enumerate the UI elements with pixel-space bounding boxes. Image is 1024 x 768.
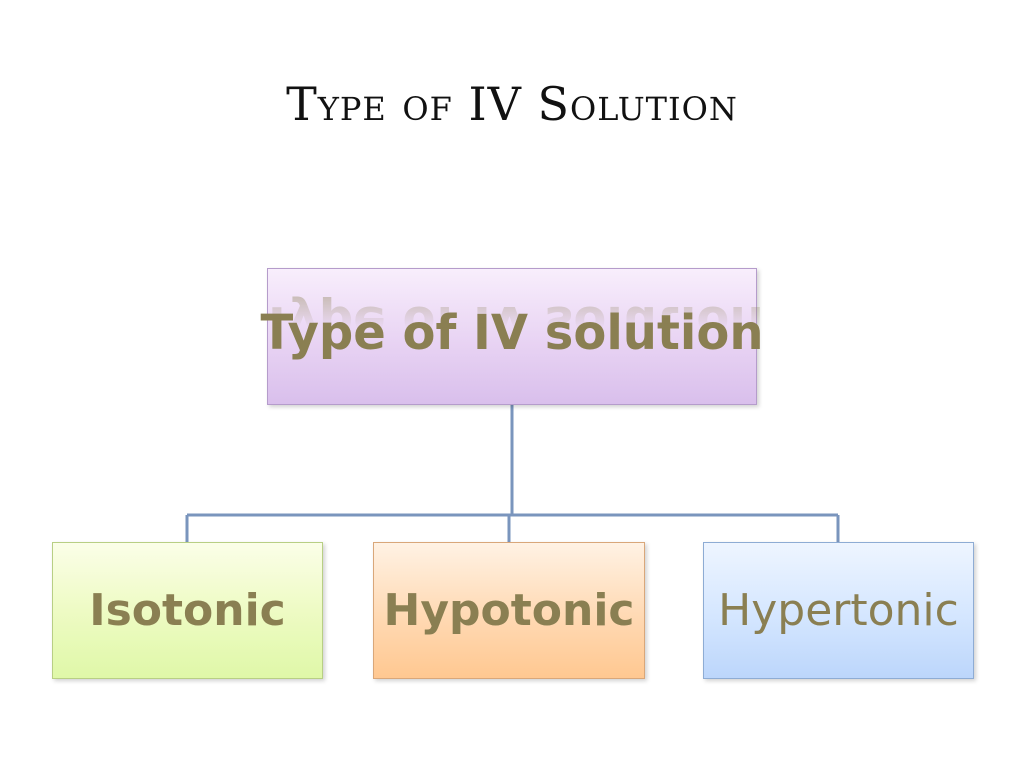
node-hypertonic-label: Hypertonic — [718, 585, 959, 636]
root-node-label-reflection: Type of IV solution — [260, 294, 764, 351]
root-node-label-group: Type of IV solution Type of IV solution — [260, 295, 764, 361]
node-hypotonic-label: Hypotonic — [383, 585, 635, 636]
node-isotonic: Isotonic — [52, 542, 323, 679]
node-hypotonic: Hypotonic — [373, 542, 645, 679]
node-hypertonic: Hypertonic — [703, 542, 974, 679]
root-node: Type of IV solution Type of IV solution — [261, 268, 763, 405]
node-isotonic-label: Isotonic — [89, 585, 286, 636]
root-node-label: Type of IV solution — [260, 304, 764, 361]
slide-title: Type of IV Solution — [286, 77, 738, 131]
